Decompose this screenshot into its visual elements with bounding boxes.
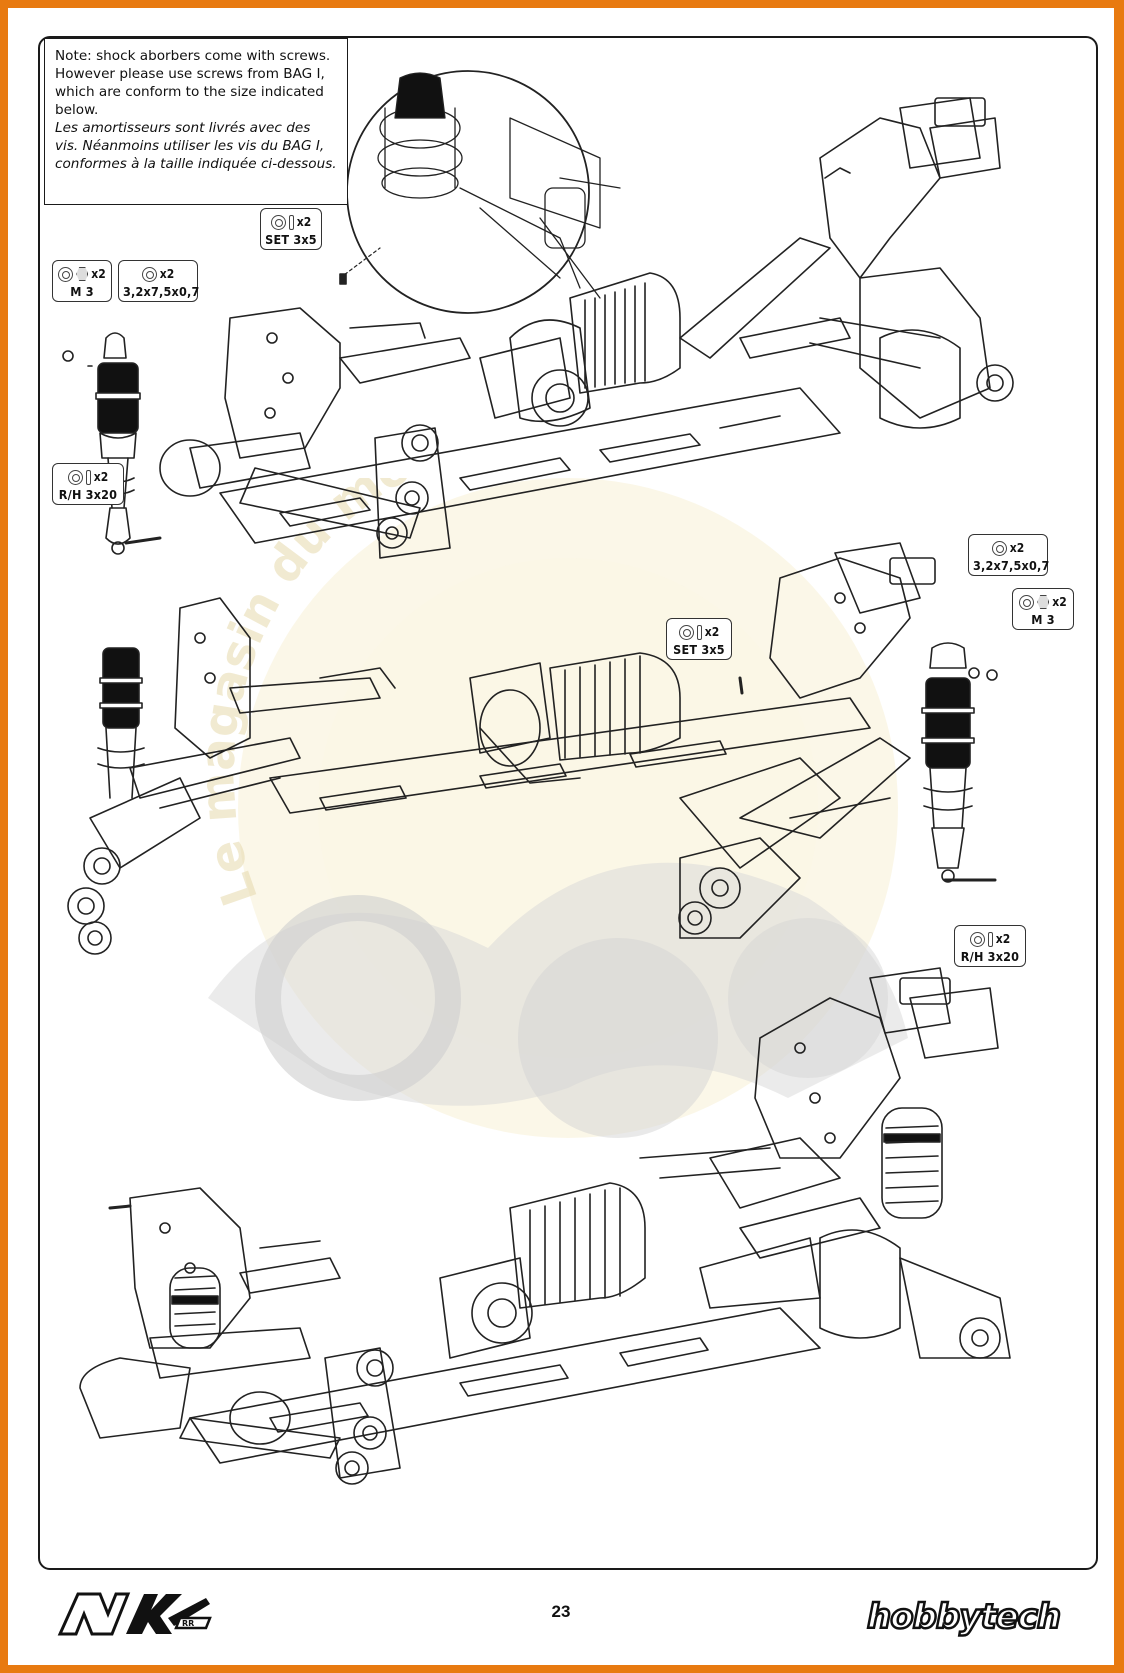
hardware-callout-screw-rh-right: x2 R/H 3x20 — [954, 925, 1026, 967]
diagram-frame — [38, 36, 1098, 1570]
shock-right-bottom — [881, 1107, 943, 1219]
manual-page: Le magasin du modeliste — [8, 8, 1114, 1665]
svg-text:hobbytech: hobbytech — [867, 1597, 1060, 1637]
round-head-screw-icon — [969, 931, 985, 947]
middle-chassis-view — [67, 542, 998, 955]
nut-icon — [1019, 594, 1035, 610]
motor-mid — [549, 652, 681, 761]
note-english: Note: shock aborbers come with screws. H… — [55, 48, 331, 118]
hardware-callout-washer-mid-right: x2 3,2x7,5x0,7 — [968, 534, 1049, 576]
hobbytech-logo: hobbytech — [866, 1596, 1063, 1638]
washer-icon — [991, 540, 1007, 556]
assembly-diagram — [62, 70, 1014, 1485]
shock-right-mid — [921, 642, 975, 883]
note-french: Les amortisseurs sont livrés avec des vi… — [55, 120, 337, 172]
hardware-callout-washer-top-left: x2 3,2x7,5x0,7 — [118, 260, 199, 302]
round-head-screw-icon — [67, 469, 83, 485]
hardware-callout-set-screw-top: x2 SET 3x5 — [260, 208, 322, 250]
hardware-callout-nut-top-left: x2 M 3 — [52, 260, 112, 302]
nxt-evo-logo: RR — [57, 1592, 212, 1636]
washer-icon — [141, 266, 157, 282]
set-screw-icon — [678, 624, 694, 640]
set-screw-icon — [288, 214, 294, 230]
set-screw-icon — [270, 214, 286, 230]
hardware-callout-set-screw-mid: x2 SET 3x5 — [666, 618, 732, 660]
motor-bottom — [509, 1182, 646, 1309]
motor-top — [569, 272, 681, 394]
hardware-callout-nut-mid-right: x2 M 3 — [1012, 588, 1074, 630]
page-number: 23 — [551, 1602, 571, 1621]
nut-icon — [58, 266, 74, 282]
hardware-callout-screw-rh-left: x2 R/H 3x20 — [52, 463, 124, 505]
shock-left-mid — [97, 647, 145, 799]
svg-text:RR: RR — [182, 1619, 194, 1628]
shock-screw-note: Note: shock aborbers come with screws. H… — [44, 38, 348, 205]
top-chassis-view — [62, 70, 1014, 559]
bottom-chassis-view — [79, 967, 1011, 1485]
shock-rear-top — [95, 332, 141, 555]
shock-left-bottom — [169, 1267, 221, 1349]
watermark-logo: Le magasin du modeliste — [189, 478, 908, 1138]
